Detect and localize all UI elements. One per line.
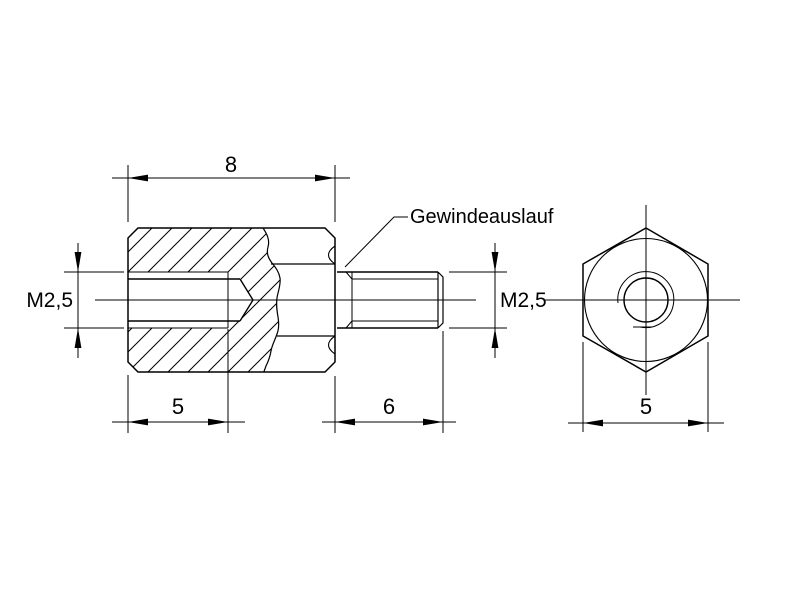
arrowhead bbox=[128, 174, 148, 182]
arrowhead bbox=[491, 252, 499, 272]
runout-note-label: Gewindeauslauf bbox=[410, 206, 554, 228]
hex-chamfer-arcs bbox=[327, 245, 336, 355]
labels: 8 5 6 M2,5 M2,5 Gewindeauslauf 5 bbox=[26, 152, 652, 419]
section-hatching bbox=[128, 228, 281, 372]
side-view bbox=[95, 227, 476, 373]
break-line bbox=[262, 227, 281, 373]
thread-depth-label: 5 bbox=[172, 394, 184, 419]
dimension-female-thread bbox=[64, 243, 124, 358]
end-view bbox=[545, 205, 740, 432]
runout-leader-line bbox=[344, 216, 408, 268]
hex-flat-edges bbox=[271, 263, 335, 337]
female-thread-label: M2,5 bbox=[26, 289, 73, 312]
arrowhead bbox=[315, 174, 335, 182]
overall-length-label: 8 bbox=[225, 152, 237, 177]
dimension-hex-width bbox=[568, 342, 724, 432]
arrowhead bbox=[74, 328, 82, 348]
stud-length-label: 6 bbox=[383, 394, 395, 419]
arrowhead bbox=[74, 252, 82, 272]
arrowhead bbox=[583, 419, 603, 427]
arrowhead bbox=[423, 418, 443, 426]
dimensions bbox=[64, 165, 507, 433]
arrowhead bbox=[208, 418, 228, 426]
dimension-thread-depth bbox=[112, 329, 245, 433]
arrowhead bbox=[491, 328, 499, 348]
dimension-male-thread bbox=[449, 243, 507, 358]
arrowhead bbox=[128, 418, 148, 426]
male-thread-label: M2,5 bbox=[500, 289, 547, 312]
internal-thread-arc bbox=[617, 271, 675, 329]
arrowhead bbox=[688, 419, 708, 427]
dimension-overall-length bbox=[112, 165, 350, 222]
arrowhead bbox=[335, 418, 355, 426]
hex-width-label: 5 bbox=[640, 394, 652, 419]
dimension-stud-length bbox=[322, 331, 456, 433]
